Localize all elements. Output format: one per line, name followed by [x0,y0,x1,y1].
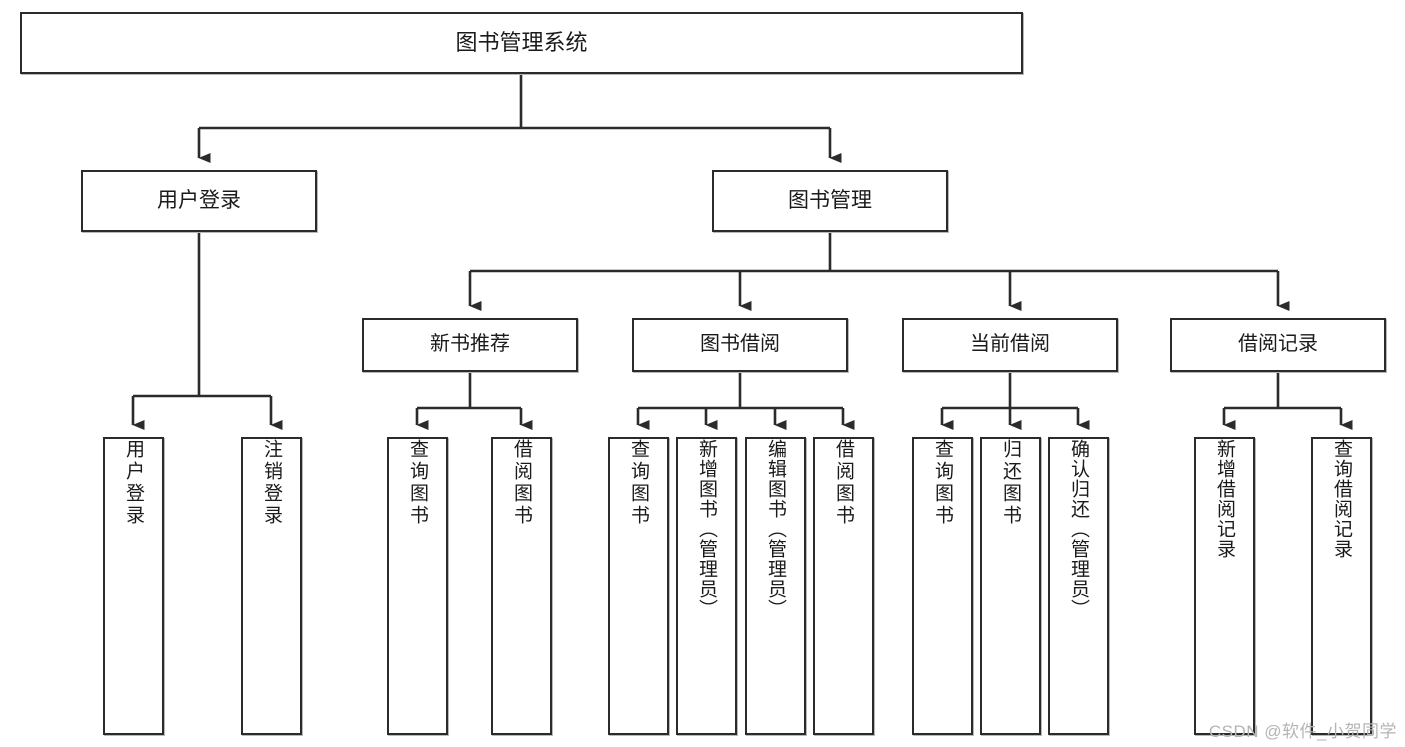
leaf-logout-login[interactable]: 注销登录 [241,437,302,735]
leaf-return-book[interactable]: 归还图书 [980,437,1041,735]
node-label: 图书管理系统 [455,30,588,56]
leaf-confirm-return-admin[interactable]: 确认归还（管理员） [1048,437,1109,735]
node-label: 新增借阅记录 [1214,439,1235,559]
csdn-watermark: CSDN @软件_小贺同学 [1208,722,1397,741]
node-book-borrow[interactable]: 图书借阅 [632,318,848,372]
node-label: 图书借阅 [700,333,780,356]
node-label: 确认归还（管理员） [1068,439,1089,619]
node-current-borrow[interactable]: 当前借阅 [902,318,1118,372]
node-label: 借阅图书 [511,439,532,527]
node-label: 图书管理 [788,188,872,212]
node-label: 查询图书 [628,439,649,527]
leaf-add-borrow-record[interactable]: 新增借阅记录 [1194,437,1255,735]
leaf-edit-book-admin[interactable]: 编辑图书（管理员） [745,437,806,735]
node-label: 新增图书（管理员） [696,439,717,619]
node-label: 查询借阅记录 [1331,439,1352,559]
node-user-login[interactable]: 用户登录 [81,170,317,232]
leaf-query-book-recommend[interactable]: 查询图书 [387,437,448,735]
node-label: 注销登录 [261,439,282,527]
leaf-query-book-current[interactable]: 查询图书 [912,437,973,735]
leaf-borrow-book-recommend[interactable]: 借阅图书 [491,437,552,735]
node-label: 查询图书 [932,439,953,527]
leaf-add-book-admin[interactable]: 新增图书（管理员） [676,437,737,735]
leaf-borrow-book[interactable]: 借阅图书 [813,437,874,735]
node-label: 编辑图书（管理员） [765,439,786,619]
node-label: 用户登录 [157,188,241,212]
node-borrow-record[interactable]: 借阅记录 [1170,318,1386,372]
leaf-user-login[interactable]: 用户登录 [103,437,164,735]
node-label: 归还图书 [1000,439,1021,527]
node-label: 查询图书 [407,439,428,527]
node-label: 新书推荐 [430,333,510,356]
node-label: 借阅记录 [1238,333,1318,356]
leaf-query-borrow-record[interactable]: 查询借阅记录 [1311,437,1372,735]
leaf-query-book-borrow[interactable]: 查询图书 [608,437,669,735]
node-new-book-recommend[interactable]: 新书推荐 [362,318,578,372]
node-label: 借阅图书 [833,439,854,527]
node-label: 用户登录 [123,439,144,527]
node-root-book-management-system[interactable]: 图书管理系统 [20,12,1023,74]
node-book-management[interactable]: 图书管理 [712,170,948,232]
node-label: 当前借阅 [970,333,1050,356]
